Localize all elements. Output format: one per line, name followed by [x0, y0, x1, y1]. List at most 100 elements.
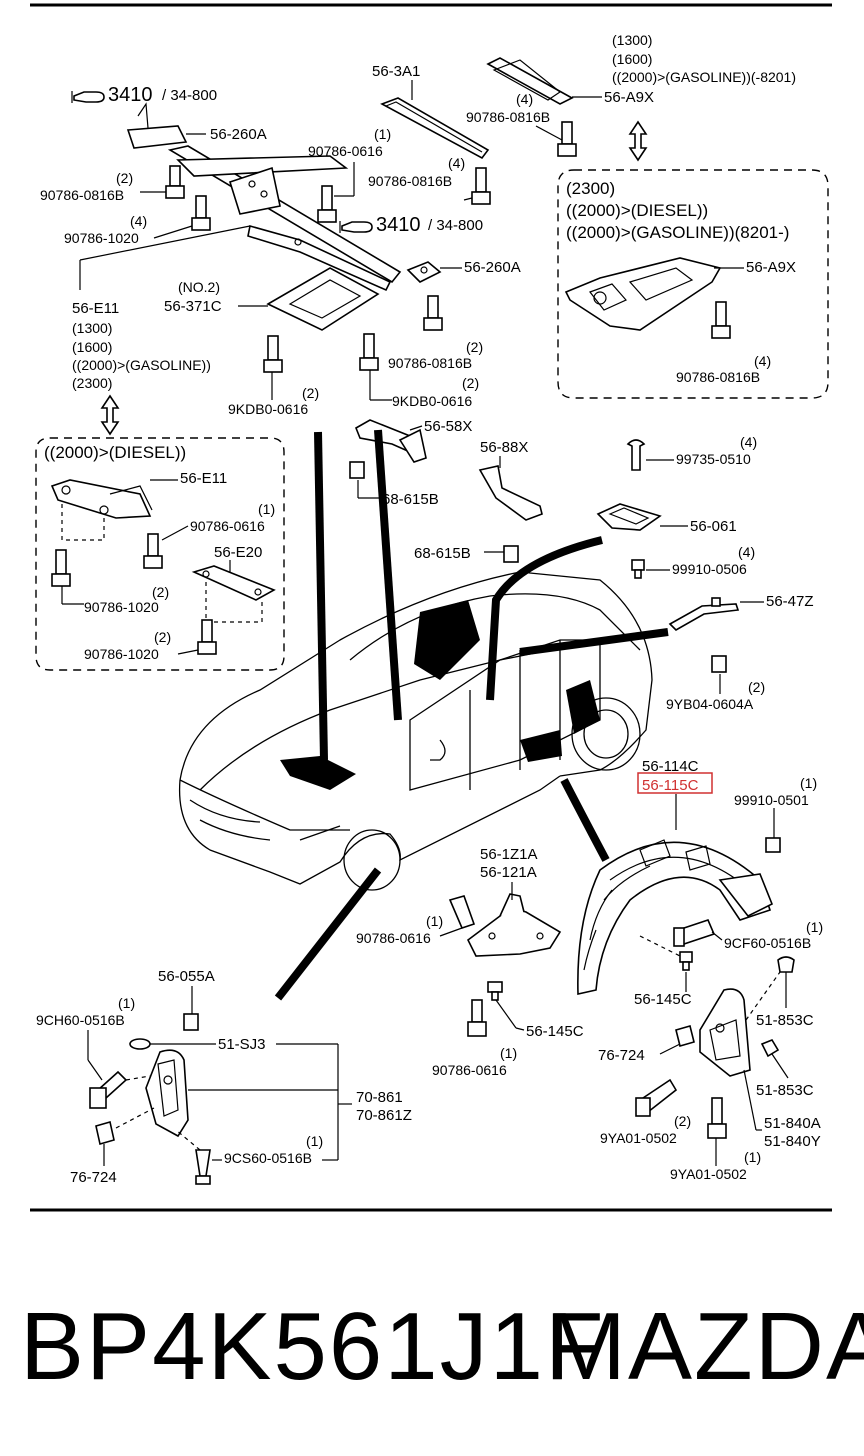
label-51-840a: 51-840A: [764, 1115, 821, 1132]
qty-label: (4): [740, 434, 757, 450]
clip-icon: [631, 559, 645, 579]
label-56-115c: 56-115C: [642, 777, 699, 794]
qty-label: (1300): [612, 32, 652, 48]
bracket-56-061: [596, 503, 662, 531]
double-arrow-icon: [100, 394, 120, 436]
bracket-56-260a-b: [406, 261, 442, 283]
pointer-line: [519, 628, 669, 656]
label-90786-1020: 90786-1020: [64, 230, 139, 246]
mud-flap-51-840a: [699, 988, 751, 1077]
footer: BP4K561J1F MAZDA: [0, 1292, 864, 1422]
clip-icon: [626, 439, 646, 471]
label-68-615b-a: 68-615B: [382, 491, 439, 508]
qty-label: (2): [154, 629, 171, 645]
brace-56-a9x: [564, 257, 722, 331]
box-2300-label: (2300): [566, 179, 615, 198]
pointer-line: [314, 431, 328, 761]
clip-icon: [765, 837, 781, 853]
bolt-icon: [89, 1070, 128, 1109]
qty-label: (1): [806, 919, 823, 935]
label-56-58x: 56-58X: [424, 418, 472, 435]
label-90786-0616-diesel: 90786-0616: [190, 518, 265, 534]
bracket-56-58x: [354, 419, 427, 463]
clip-icon: [183, 1013, 199, 1031]
screw-icon: [195, 1149, 211, 1185]
qty-label: (4): [516, 91, 533, 107]
bolt-icon: [51, 549, 71, 587]
label-70-861z: 70-861Z: [356, 1107, 412, 1124]
undercover-56-371c: [266, 267, 380, 331]
label-56-3a1: 56-3A1: [372, 63, 420, 80]
label-99910-0501: 99910-0501: [734, 792, 809, 808]
bolt-icon: [423, 295, 443, 331]
variant-label: (1300): [72, 320, 112, 336]
label-90786-0816b-a: 90786-0816B: [40, 187, 124, 203]
clip-icon: [95, 1120, 115, 1146]
bolt-icon: [191, 195, 211, 231]
label-56-145c-b: 56-145C: [526, 1023, 584, 1040]
label-99910-0506: 99910-0506: [672, 561, 747, 577]
bolt-icon: [711, 301, 731, 339]
label-56-260a-b: 56-260A: [464, 259, 521, 276]
pointer-line: [486, 536, 603, 701]
clip-icon: [675, 1025, 695, 1047]
label-90786-0816b-top: 90786-0816B: [466, 109, 550, 125]
label-56-47z: 56-47Z: [766, 593, 814, 610]
qty-label: (1): [118, 995, 135, 1011]
qty-label: (1600): [612, 51, 652, 67]
label-56-114c: 56-114C: [642, 758, 699, 775]
clip-icon: [487, 981, 503, 1001]
label-51-840y: 51-840Y: [764, 1133, 821, 1150]
qty-label: (4): [738, 544, 755, 560]
bolt-icon: [635, 1078, 678, 1117]
label-90786-0616: 90786-0616: [308, 143, 383, 159]
label-56-e20: 56-E20: [214, 544, 262, 561]
label-56-260a-a: 56-260A: [210, 126, 267, 143]
label-90786-1020-d2: 90786-1020: [84, 646, 159, 662]
label-90786-0816b-c: 90786-0816B: [388, 355, 472, 371]
label-56-145c-a: 56-145C: [634, 991, 692, 1008]
label-76-724-a: 76-724: [598, 1047, 645, 1064]
variant-box-diesel: [35, 437, 285, 671]
label-70-861: 70-861: [356, 1089, 403, 1106]
label-9kdb0-0616-b: 9KDB0-0616: [228, 401, 308, 417]
label-9kdb0-0616-a: 9KDB0-0616: [392, 393, 472, 409]
label-99735-0510: 99735-0510: [676, 451, 751, 467]
bolt-icon: [197, 619, 217, 655]
label-51-853c-a: 51-853C: [756, 1012, 814, 1029]
clip-icon: [679, 951, 693, 971]
pointer-line: [374, 429, 402, 721]
bolt-icon: [557, 121, 577, 157]
label-56-88x: 56-88X: [480, 439, 528, 456]
label-56-121a: 56-121A: [480, 864, 537, 881]
label-90786-0616-b: 90786-0616: [356, 930, 431, 946]
label-51-853c-b: 51-853C: [756, 1082, 814, 1099]
label-9ch60-0516b: 9CH60-0516B: [36, 1012, 125, 1028]
variant-label: ((2000)>(GASOLINE)): [72, 357, 211, 373]
label-9ya01-0502-a: 9YA01-0502: [600, 1130, 677, 1146]
variant-label: (1600): [72, 339, 112, 355]
label-56-a9x-top: 56-A9X: [604, 89, 654, 106]
bolt-icon: [359, 333, 379, 371]
qty-label: (2): [302, 385, 319, 401]
qty-label: (2): [116, 170, 133, 186]
double-arrow-icon: [628, 120, 648, 162]
qty-label: (1): [426, 913, 443, 929]
nut-icon: [711, 655, 727, 673]
screw-icon: [129, 1038, 151, 1050]
bracket-56-121a: [466, 893, 562, 957]
label-68-615b-b: 68-615B: [414, 545, 471, 562]
bracket-56-e20: [191, 565, 276, 601]
ref-34800-b: / 34-800: [428, 217, 483, 234]
qty-label: (1): [744, 1149, 761, 1165]
qty-label: (2): [674, 1113, 691, 1129]
highlight-box: [637, 772, 713, 794]
label-9yb04-0604a: 9YB04-0604A: [666, 696, 754, 712]
label-56-061: 56-061: [690, 518, 737, 535]
ref-3410-b: 3410: [376, 214, 421, 236]
qty-label: (4): [130, 213, 147, 229]
box-gasoline-label: ((2000)>(GASOLINE))(8201-): [566, 223, 789, 242]
screw-icon: [673, 919, 716, 947]
bolt-icon: [467, 999, 487, 1037]
